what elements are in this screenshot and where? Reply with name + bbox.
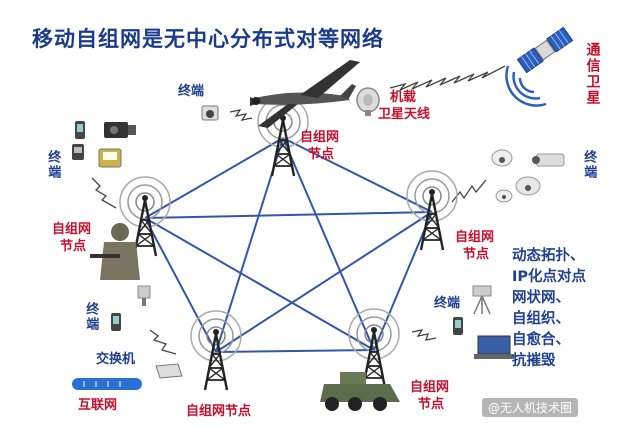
feature-item: 抗摧毁 bbox=[512, 353, 556, 370]
satellite-icon bbox=[516, 26, 574, 74]
node-label-bottom-right-1: 自组网 bbox=[410, 380, 450, 395]
wireless-links bbox=[91, 65, 506, 355]
feature-list: 动态拓扑、 IP化点对点 网状网、 自组织、 自愈合、 抗摧毁 bbox=[512, 246, 586, 372]
phone-icon-right bbox=[453, 317, 463, 335]
node-right bbox=[406, 170, 458, 252]
page-title: 移动自组网是无中心分布式对等网络 bbox=[32, 27, 384, 51]
node-label-right-2: 节点 bbox=[463, 247, 490, 262]
phone-icon bbox=[75, 121, 85, 139]
ptz-camera-icon-3 bbox=[495, 189, 513, 203]
feature-item: 网状网、 bbox=[512, 290, 570, 307]
mesh-links bbox=[144, 137, 433, 353]
satellite-signal-icon bbox=[505, 65, 547, 107]
airborne-satellite-antenna-icon bbox=[356, 87, 380, 116]
switch-device-icon bbox=[155, 363, 183, 379]
laptop-icon bbox=[474, 335, 514, 359]
node-label-bottom-right-2: 节点 bbox=[418, 397, 445, 412]
camcorder-icon bbox=[104, 122, 136, 138]
terminal-label-right-top: 终端 bbox=[581, 150, 597, 180]
terminal-label-left: 终端 bbox=[45, 150, 61, 180]
dome-camera-icon bbox=[201, 105, 219, 121]
airborne-antenna-label-2: 卫星天线 bbox=[378, 107, 431, 122]
terminal-label-bottom-left: 终端 bbox=[83, 302, 99, 332]
satellite-label: 通信卫星 bbox=[584, 42, 601, 106]
bullet-camera-icon bbox=[532, 153, 565, 167]
radio-icon bbox=[72, 144, 84, 160]
switch-label: 交换机 bbox=[96, 352, 136, 367]
armored-vehicle-icon bbox=[320, 372, 400, 411]
node-label-top-1: 自组网 bbox=[300, 130, 340, 145]
internet-label: 互联网 bbox=[78, 398, 118, 413]
soldier-icon bbox=[90, 223, 140, 280]
airborne-antenna-label-1: 机载 bbox=[390, 90, 417, 105]
ptz-camera-icon-2 bbox=[515, 176, 541, 196]
feature-item: IP化点对点 bbox=[512, 269, 587, 286]
ptz-camera-icon-left bbox=[137, 285, 151, 306]
node-label-top-2: 节点 bbox=[308, 147, 335, 162]
feature-item: 自组织、 bbox=[512, 311, 570, 328]
feature-item: 自愈合、 bbox=[512, 332, 570, 349]
watermark: @无人机技术圈 bbox=[482, 398, 579, 417]
uav-aircraft-icon bbox=[250, 60, 360, 128]
handheld-device-icon bbox=[98, 148, 122, 168]
tripod-camera-icon bbox=[472, 285, 492, 315]
internet-bar-icon bbox=[72, 378, 142, 390]
terminal-label-right-mid: 终端 bbox=[434, 296, 461, 311]
node-label-bottom-left: 自组网节点 bbox=[186, 404, 252, 419]
node-label-right-1: 自组网 bbox=[455, 230, 495, 245]
node-label-left-1: 自组网 bbox=[52, 222, 92, 237]
terminal-label-top: 终端 bbox=[178, 84, 205, 99]
ptz-camera-icon-1 bbox=[491, 149, 513, 167]
feature-item: 动态拓扑、 bbox=[512, 248, 585, 264]
node-label-left-2: 节点 bbox=[60, 239, 87, 254]
phone-icon-bottom-left bbox=[111, 313, 121, 331]
